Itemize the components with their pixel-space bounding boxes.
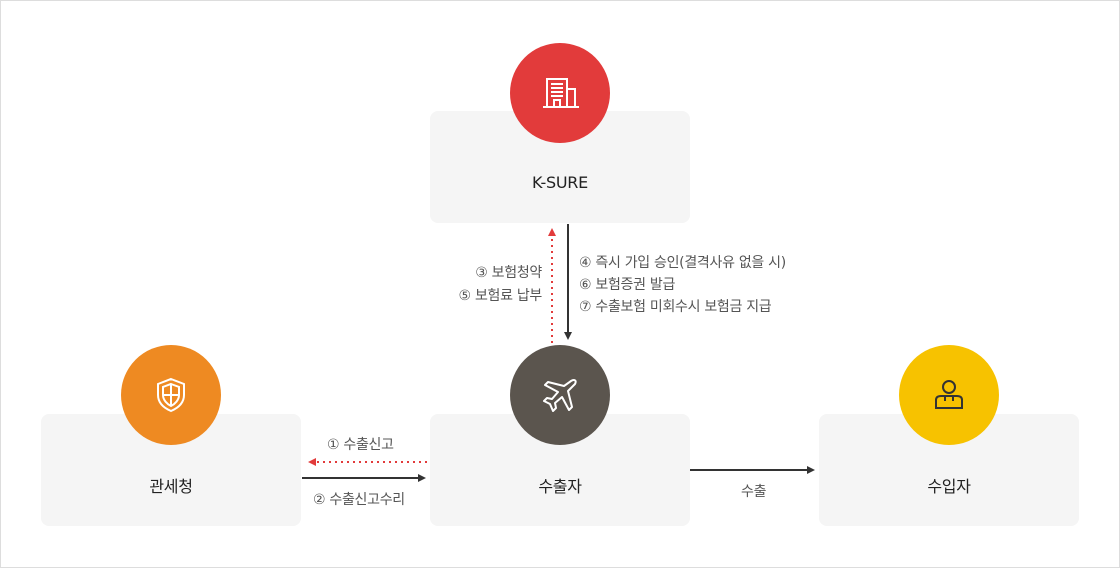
exporter-label: 수출자: [538, 477, 582, 496]
ksure-label: K-SURE: [532, 172, 588, 192]
importer-label: 수입자: [927, 477, 971, 496]
customs-label: 관세청: [149, 477, 193, 496]
label-declaration-accepted: ② 수출신고수리: [313, 492, 405, 508]
label-export: 수출: [741, 484, 767, 500]
person-icon: [899, 345, 999, 445]
building-icon: [510, 43, 610, 143]
airplane-icon: [510, 345, 610, 445]
label-premium-payment: ⑤ 보험료 납부: [458, 288, 543, 304]
label-claim-payment: ⑦ 수출보험 미회수시 보험금 지급: [579, 299, 772, 315]
label-export-declaration: ① 수출신고: [327, 437, 394, 453]
shield-icon: [121, 345, 221, 445]
label-certificate: ⑥ 보험증권 발급: [579, 277, 676, 293]
label-approval: ④ 즉시 가입 승인(결격사유 없을 시): [579, 255, 786, 271]
label-subscription: ③ 보험청약: [475, 265, 542, 281]
